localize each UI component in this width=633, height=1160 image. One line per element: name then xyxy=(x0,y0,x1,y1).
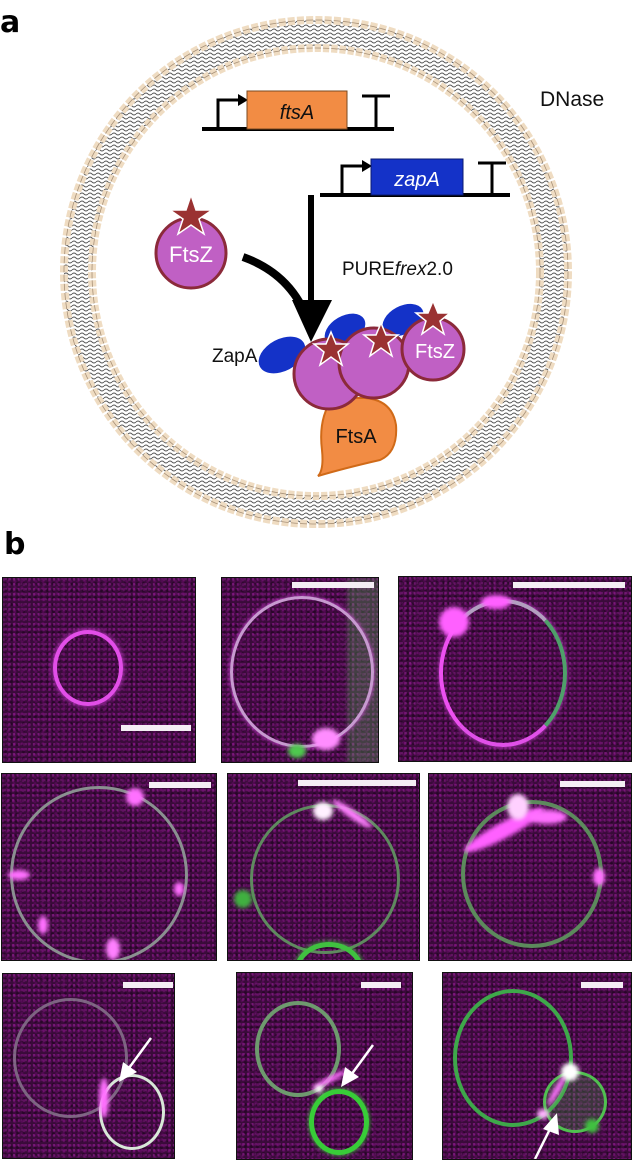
vesicle-ring xyxy=(230,596,374,748)
promoter-arrow-icon xyxy=(238,94,248,106)
expression-arrow xyxy=(241,195,332,342)
vesicle-ring xyxy=(10,786,188,960)
micrograph-r2c2 xyxy=(227,773,420,961)
scale-bar xyxy=(298,780,416,786)
ftsa-protein xyxy=(317,397,398,477)
scale-bar xyxy=(292,582,374,588)
dnase-label: DNase xyxy=(540,88,604,111)
ftsa-protein-label: FtsA xyxy=(335,426,377,448)
micrograph-r3c1 xyxy=(2,973,175,1159)
scale-bar xyxy=(121,725,191,731)
ftsz-label: FtsZ xyxy=(169,242,213,267)
micrograph-r1c2 xyxy=(221,577,379,763)
fluorescent-star-icon xyxy=(413,299,453,336)
scale-bar xyxy=(361,982,401,988)
micrograph-r3c3 xyxy=(442,972,632,1160)
scale-bar xyxy=(123,982,173,988)
micrograph-r2c1 xyxy=(1,773,217,961)
vesicle-ring xyxy=(309,1089,369,1155)
fluorescent-star-icon xyxy=(361,321,401,358)
ftsa-gene-label: ftsA xyxy=(280,102,314,124)
vesicle-ring xyxy=(99,1074,165,1150)
purefrex-label: PUREfrex2.0 xyxy=(342,259,453,280)
scale-bar xyxy=(560,781,625,787)
ftsa-gene-construct: ftsA xyxy=(202,90,394,131)
zapa-protein xyxy=(258,336,306,374)
scale-bar xyxy=(149,782,211,788)
fluorescent-star-icon xyxy=(167,192,215,236)
micrograph-r3c2 xyxy=(236,972,413,1160)
zapa-label: ZapA xyxy=(212,346,258,367)
scale-bar xyxy=(513,582,625,588)
arrow-indicator-icon xyxy=(119,1037,153,1082)
micrograph-r1c3 xyxy=(398,576,632,762)
arrow-indicator-icon xyxy=(533,1113,559,1159)
panel-b-label: b xyxy=(4,527,26,562)
ftsz-monomer: FtsZ xyxy=(154,192,228,290)
zapa-gene-label: zapA xyxy=(393,169,440,191)
vesicle-schematic: DNase ftsA zapA FtsZ PUREfrex2.0 xyxy=(0,0,633,530)
vesicle-ring xyxy=(250,804,400,954)
ftsz-filament-label: FtsZ xyxy=(415,341,455,363)
vesicle-ring xyxy=(255,1001,341,1097)
vesicle-ring xyxy=(453,989,573,1127)
vesicle-ring xyxy=(53,630,123,706)
promoter-arrow-icon xyxy=(362,160,372,172)
arrow-indicator-icon xyxy=(341,1044,375,1087)
vesicle-ring xyxy=(13,998,128,1118)
zapa-gene-construct: zapA xyxy=(320,158,510,197)
scale-bar xyxy=(581,982,623,988)
micrograph-r2c3 xyxy=(428,773,632,961)
fluorescent-star-icon xyxy=(311,330,351,367)
arrow-down-icon xyxy=(292,300,332,342)
lipid-bilayer-membrane xyxy=(0,0,633,530)
micrograph-r1c1 xyxy=(2,577,196,763)
divisome-complex: FtsA FtsZ ZapA xyxy=(212,299,466,477)
